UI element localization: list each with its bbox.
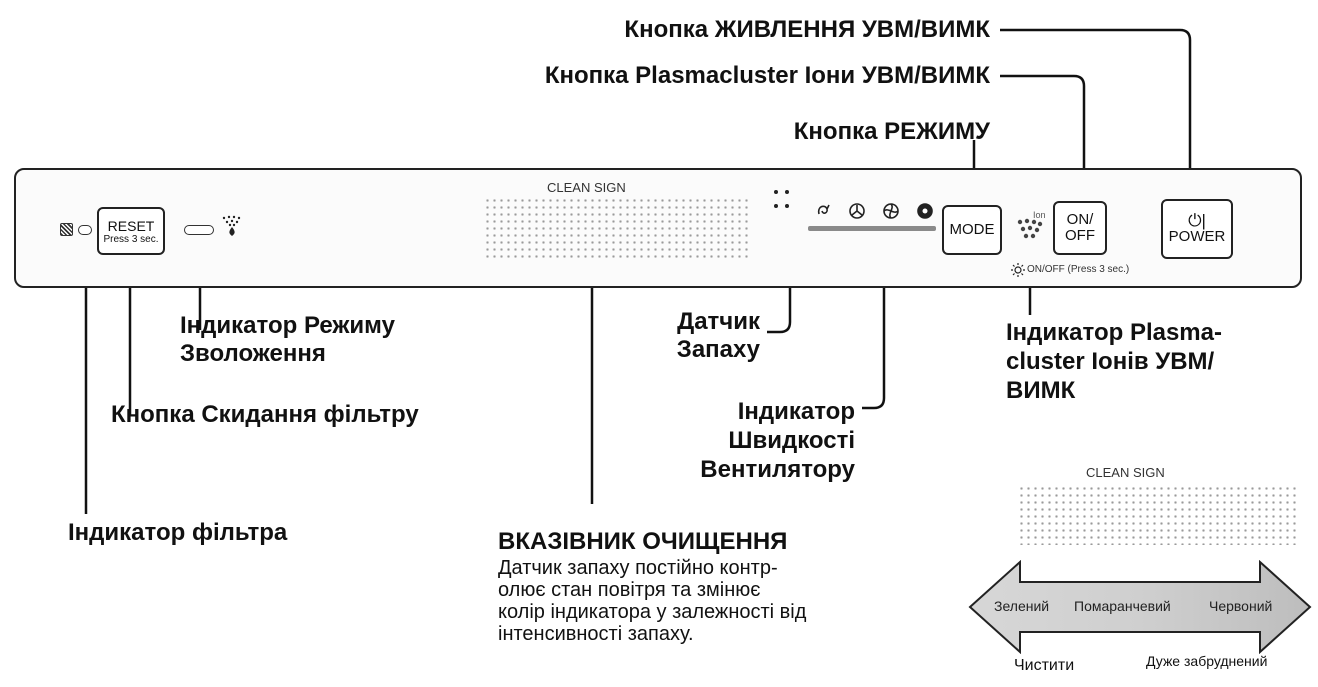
legend-very-dirty-label: Дуже забруднений [1146,653,1268,669]
plasmacluster-icon [1017,218,1043,239]
legend-green: Зелений [994,598,1050,614]
legend-orange: Помаранчевий [1074,598,1171,614]
power-connector [1000,28,1192,200]
onoff-hint-text: ON/OFF (Press 3 sec.) [1027,264,1130,275]
power-button[interactable]: ⏻| POWER [1161,199,1233,259]
power-label: POWER [1168,228,1226,245]
plasma-button-label: Кнопка Plasmacluster Іони УВМ/ВИМК [544,62,990,89]
clean-sign-lamp [484,197,750,261]
reset-button[interactable]: RESET Press 3 sec. [97,207,165,255]
reset-sub-label: Press 3 sec. [103,233,159,245]
legend-red: Червоний [1209,598,1273,614]
clean-sign-panel-text: CLEAN SIGN [547,180,626,195]
plasma-indicator-label: Індикатор Plasma- cluster Іонів УВМ/ ВИМ… [1006,319,1222,404]
filter-reset-label: Кнопка Скидання фільтру [111,401,419,428]
reset-label: RESET [107,217,155,234]
power-button-label: Кнопка ЖИВЛЕННЯ УВМ/ВИМК [624,16,990,43]
odor-sensor-label: Датчик Запаху [676,308,760,363]
mode-label: MODE [949,221,995,238]
odor-sensor-icon [774,190,789,208]
plasmacluster-onoff-button[interactable]: ON/ OFF [1053,201,1107,255]
ion-text: Ion [1033,210,1046,220]
legend-clean-sign-text: CLEAN SIGN [1086,465,1165,480]
color-scale-arrow [968,560,1312,654]
mode-button[interactable]: MODE [942,205,1002,255]
fan-low-icon [849,203,865,219]
filter-icon [60,223,73,236]
odor-connector [767,213,792,334]
clean-sign-title: ВКАЗІВНИК ОЧИЩЕННЯ [498,528,788,555]
legend-clean-sign-lamp [1018,485,1298,545]
plasma-connector [1000,74,1086,200]
onoff-label: ON/ OFF [1065,211,1095,244]
fan-speed-icons [817,203,933,219]
filter-indicator-label: Індикатор фільтра [68,519,288,546]
humidify-indicator-label: Індикатор Режиму Зволоження [180,312,395,367]
light-icon [1011,263,1025,277]
legend-clean-label: Чистити [1014,657,1075,674]
fan-speed-bar [808,226,936,231]
power-icon: ⏻| [1188,211,1206,230]
humidify-indicator-lamp [184,225,214,235]
filter-indicator-lamp [78,225,92,235]
clean-sign-description: Датчик запаху постійно контр- олює стан … [498,557,807,645]
fan-speed-label: Індикатор Швидкості Вентилятору [700,398,855,483]
humidify-icon [222,215,241,236]
auto-mode-icon [817,204,830,215]
fan-connector [862,238,886,410]
mode-button-label: Кнопка РЕЖИМУ [793,118,990,145]
